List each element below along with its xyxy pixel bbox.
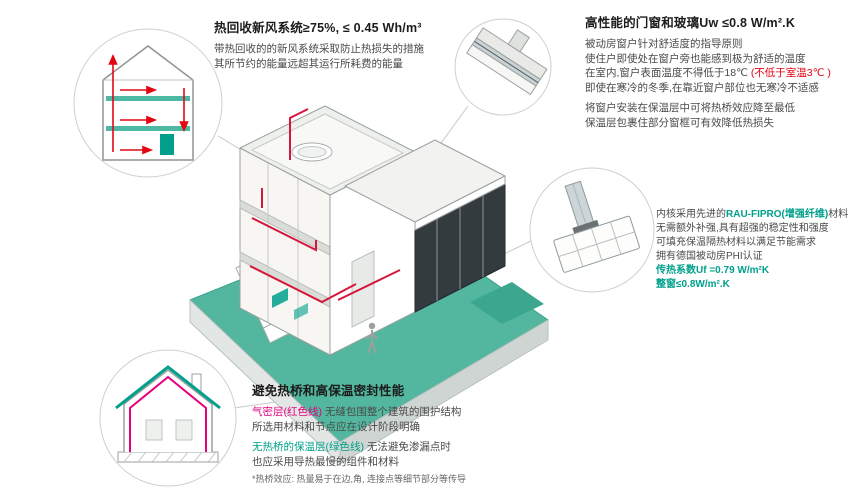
- profile-material-name: RAU-FIPRO(增强纤维): [726, 209, 829, 220]
- hrv-desc-line-2: 其所节约的能量远超其运行所耗费的能量: [214, 57, 403, 70]
- window-desc-line-2: 使住户即使处在窗户旁也能感到极为舒适的温度: [585, 52, 806, 65]
- profile-text-block: 内核采用先进的RAU-FIPRO(增强纤维)材料 无需额外补强,具有超强的稳定性…: [656, 208, 864, 292]
- leader-line-profile: [503, 239, 534, 255]
- thermal-line-1: 气密层(红色线) 无缝包围整个建筑的围护结构: [252, 405, 582, 419]
- thermal-line-4: 也应采用导热最慢的组件和材料: [252, 455, 399, 468]
- ground-cut-right: [339, 319, 549, 465]
- window-profile-circle: [529, 167, 655, 293]
- window-title: 高性能的门窗和玻璃Uw ≤0.8 W/m².K: [585, 16, 796, 30]
- airflow-arrows: [108, 54, 189, 155]
- section-house-outline: [102, 45, 194, 161]
- slab-hatching: [123, 451, 217, 463]
- profile-uf-value: 传热系数Uf =0.79 W/m²K: [656, 265, 770, 276]
- airtight-layer-label: 气密层(红色线): [252, 406, 322, 419]
- upvc-profile-section: [553, 180, 640, 273]
- profile-line-1-prefix: 内核采用先进的: [656, 209, 726, 220]
- window-temp-note-red: (不低于室温3℃ ): [750, 67, 831, 80]
- window-install-line-2: 保温层包裹住部分窗框可有效降低热损失: [585, 116, 774, 129]
- leader-line-window: [435, 105, 469, 151]
- hrv-unit: [160, 134, 174, 155]
- profile-line-3: 可填充保温隔热材料以满足节能需求: [656, 237, 816, 248]
- window-desc-line-1: 被动房窗户针对舒适度的指导原则: [585, 38, 743, 51]
- profile-line-2: 无需额外补强,具有超强的稳定性和强度: [656, 223, 829, 234]
- thermal-title: 避免热桥和高保温密封性能: [252, 384, 405, 398]
- person-figure: [365, 322, 379, 354]
- profile-line-4: 拥有德国被动房PHI认证: [656, 251, 763, 262]
- profile-uw-value: 整窗≤0.8W/m².K: [656, 279, 730, 290]
- hrv-title: 热回收新风系统≥75%, ≤ 0.45 Wh/m³: [214, 21, 422, 35]
- kitchen-unit: [272, 288, 288, 308]
- kitchen-island: [294, 303, 308, 320]
- window-hint-right: [175, 419, 193, 441]
- profile-line-1: 内核采用先进的RAU-FIPRO(增强纤维)材料: [656, 208, 864, 222]
- thermal-line-3: 无热桥的保温层(绿色线) 无法避免渗漏点时: [252, 440, 582, 454]
- floor-slab-teal-1: [106, 96, 190, 101]
- foundation-slab: [117, 451, 219, 463]
- airtight-line-magenta: [129, 375, 207, 452]
- thermal-envelope-circle: [99, 349, 237, 487]
- roof-fascia: [414, 175, 506, 231]
- ventilation-ducts: [249, 108, 401, 304]
- hrv-desc-line-1: 带热回收的的新风系统采取防止热损失的措施: [214, 43, 424, 56]
- insulation-layer-label: 无热桥的保温层(绿色线): [252, 441, 364, 454]
- window-install-line-1: 将窗户安装在保温层中可将热桥效应降至最低: [585, 102, 795, 115]
- window-temp-text: 在室内,窗户表面温度不得低于18℃: [585, 67, 751, 80]
- window-corner-section: [466, 27, 548, 96]
- thermal-line-3-rest: 无法避免渗漏点时: [364, 441, 451, 454]
- glazing-gasket: [572, 219, 599, 234]
- window-text-block: 高性能的门窗和玻璃Uw ≤0.8 W/m².K 被动房窗户针对舒适度的指导原则 …: [585, 15, 861, 130]
- thermal-line-2: 所选用材料和节点应在设计阶段明确: [252, 420, 420, 433]
- bathtub-inner: [297, 146, 327, 158]
- thermal-bridge-footnote: *热桥效应: 热量易于在边,角, 连接点等细节部分等传导: [252, 474, 467, 485]
- insulation-line-green: [115, 365, 221, 410]
- hrv-detail-circle: [73, 28, 223, 178]
- thermal-text-block: 避免热桥和高保温密封性能 气密层(红色线) 无缝包围整个建筑的围护结构 所选用材…: [252, 383, 582, 486]
- profile-line-1-suffix: 材料: [828, 209, 849, 220]
- garden-patch: [470, 282, 544, 324]
- window-hint-left: [145, 419, 163, 441]
- floor-slab-teal-2: [106, 126, 190, 131]
- hrv-text-block: 热回收新风系统≥75%, ≤ 0.45 Wh/m³ 带热回收的的新风系统采取防止…: [214, 20, 484, 71]
- window-corner-circle: [454, 18, 552, 116]
- window-desc-line-3: 在室内,窗户表面温度不得低于18℃ (不低于室温3℃ ): [585, 66, 861, 80]
- window-desc-line-4: 即使在寒冷的冬季,在靠近窗户部位也无寒冷不适感: [585, 81, 819, 94]
- thermal-line-1-rest: 无缝包围整个建筑的围护结构: [322, 406, 462, 419]
